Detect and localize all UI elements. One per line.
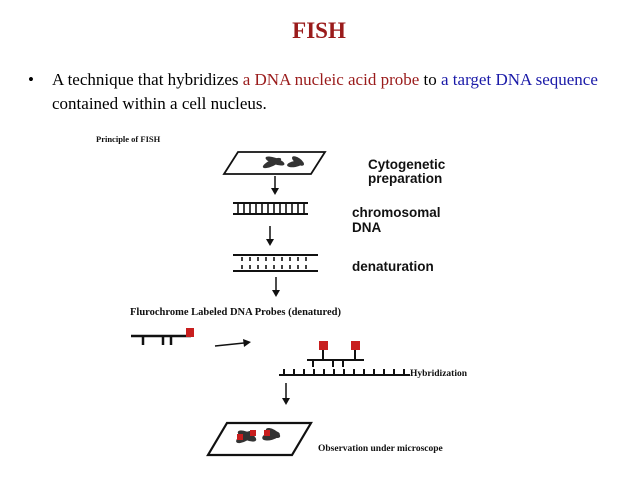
diagram-heading: Principle of FISH	[96, 134, 161, 144]
slide-title: FISH	[0, 18, 638, 44]
observation-label: Observation under microscope	[318, 444, 443, 454]
arrow-right-icon	[214, 339, 251, 347]
probe-fluor-marker	[186, 328, 194, 337]
arrow-down-icon	[266, 226, 274, 246]
probes-label: Flurochrome Labeled DNA Probes (denature…	[130, 307, 341, 318]
step-chromosomal-dna-label: chromosomal DNA	[352, 205, 441, 235]
arrow-down-icon	[271, 176, 279, 195]
slide-title-text: FISH	[292, 18, 346, 43]
microscope-slide-graphic	[206, 421, 313, 457]
bullet-dot: •	[28, 70, 34, 89]
step-cytogenetic-label: Cytogenetic preparation	[368, 157, 446, 186]
probe-graphic	[131, 328, 194, 345]
slide-top-graphic	[222, 151, 327, 175]
bullet-text-probe: a DNA nucleic acid probe	[242, 70, 420, 89]
bullet-text-target: a target DNA sequence	[441, 70, 598, 89]
hybridization-graphic	[279, 341, 410, 376]
hybridization-label: Hybridization	[410, 369, 468, 379]
bullet-text-part-1: A technique that hybridizes	[52, 70, 243, 89]
chromosomal-dna-graphic	[233, 202, 308, 215]
denatured-dna-graphic	[233, 254, 318, 272]
bullet-text: A technique that hybridizes a DNA nuclei…	[52, 68, 612, 116]
arrow-down-icon	[272, 277, 280, 297]
bullet-text-part-5: contained within a cell nucleus.	[52, 94, 267, 113]
arrow-down-icon	[282, 383, 290, 405]
step-denaturation-label: denaturation	[352, 259, 434, 274]
bullet-text-part-3: to	[419, 70, 442, 89]
